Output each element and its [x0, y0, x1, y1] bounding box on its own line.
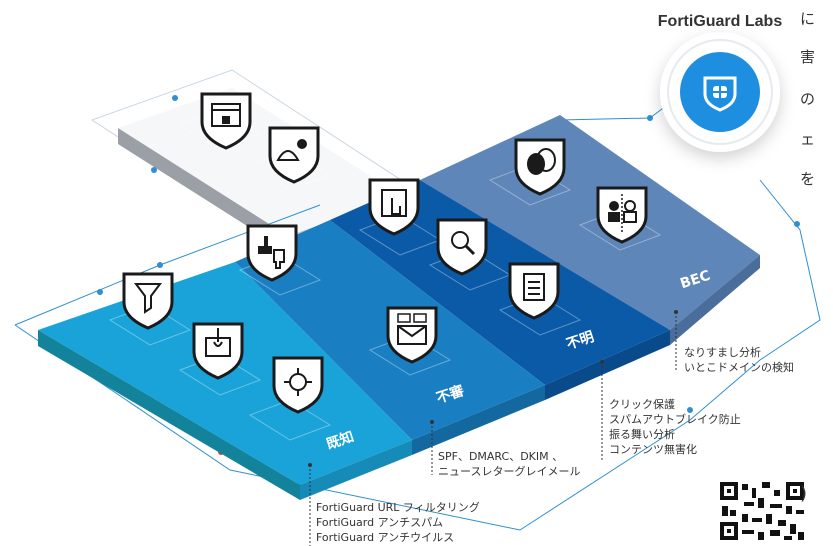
shield-icons [122, 92, 648, 414]
callout-unknown-line: スパムアウトブレイク防止 [609, 413, 741, 426]
callout-known-line: FortiGuard アンチウイルス [316, 531, 455, 544]
callout-leaders [309, 312, 677, 546]
impersonation-shield-icon [596, 186, 648, 244]
callout-bec-line: いとこドメインの検知 [684, 361, 794, 374]
side-text-5: を [800, 170, 816, 188]
thumbs-shield-icon [246, 224, 298, 282]
search-user-shield-icon [436, 218, 488, 276]
phishing-hook-shield-icon [192, 322, 244, 380]
callout-unknown-line: 振る舞い分析 [609, 428, 675, 441]
side-text-3: の [800, 90, 816, 108]
callout-suspicious-line: SPF、DMARC、DKIM 、 [438, 450, 564, 463]
callout-unknown-line: コンテンツ無害化 [609, 443, 697, 456]
callout-suspicious: SPF、DMARC、DKIM 、 ニュースレターグレイメール [438, 449, 580, 479]
filter-shield-icon [122, 272, 174, 330]
callout-known-line: FortiGuard アンチスパム [316, 516, 444, 529]
side-text-4: ェ [800, 130, 816, 148]
brand-title: FortiGuard Labs [657, 13, 783, 30]
browser-shield-icon [200, 92, 252, 150]
mail-shield-icon [386, 306, 438, 364]
callout-known-line: FortiGuard URL フィルタリング [316, 501, 480, 514]
mask-shield-icon [514, 138, 566, 196]
click-shield-icon [368, 178, 420, 236]
side-paren: ) [800, 483, 808, 504]
main-slab [38, 115, 760, 500]
callout-known: FortiGuard URL フィルタリング FortiGuard アンチスパム… [316, 500, 480, 545]
landscape-shield-icon [268, 126, 320, 184]
callout-bec-line: なりすまし分析 [684, 346, 761, 359]
virus-shield-icon [272, 356, 324, 414]
callout-unknown: クリック保護 スパムアウトブレイク防止 振る舞い分析 コンテンツ無害化 [609, 397, 741, 457]
qr-code-icon [718, 480, 806, 542]
fortiguard-labs-badge [660, 32, 780, 152]
side-text-1: に [800, 10, 816, 28]
callout-unknown-line: クリック保護 [609, 398, 675, 411]
callout-suspicious-line: ニュースレターグレイメール [438, 465, 581, 478]
side-text-2: 害 [800, 48, 816, 66]
document-shield-icon [508, 262, 560, 320]
callout-bec: なりすまし分析 いとこドメインの検知 [684, 345, 794, 375]
